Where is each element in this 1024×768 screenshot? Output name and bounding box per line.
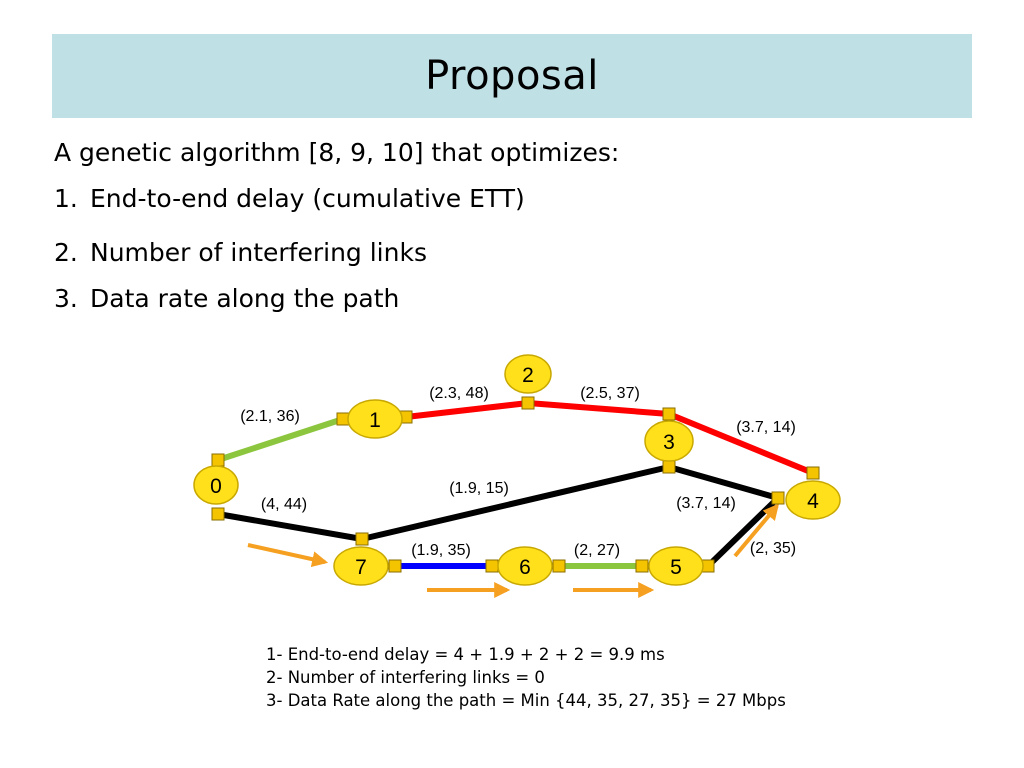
link-3-4-black (668, 464, 779, 501)
node-6 (497, 546, 553, 586)
intro-text: A genetic algorithm [8, 9, 10] that opti… (54, 138, 620, 167)
summary-line-1: 1- End-to-end delay = 4 + 1.9 + 2 + 2 = … (266, 645, 665, 664)
connectors (211, 396, 820, 573)
connector-4-top (806, 466, 820, 480)
link-0-1 (217, 416, 344, 463)
node-0-label: 0 (210, 475, 222, 498)
summary-line-3: 3- Data Rate along the path = Min {44, 3… (266, 691, 786, 710)
objective-3-text: Data rate along the path (90, 284, 400, 313)
link-label-3-4-red: (3.7, 14) (736, 419, 796, 436)
node-1 (347, 399, 403, 439)
connector-6-left (485, 559, 499, 573)
connector-2-bottom (521, 396, 535, 410)
link-7-3 (361, 464, 670, 542)
node-5 (648, 546, 704, 586)
slide-title: Proposal (425, 53, 599, 99)
node-3-label: 3 (663, 431, 675, 454)
link-3-4-red (667, 411, 815, 476)
node-0 (193, 465, 239, 505)
link-label-0-1: (2.1, 36) (240, 408, 300, 425)
objective-3: 3. Data rate along the path (54, 284, 399, 313)
node-7-label: 7 (355, 556, 367, 579)
connector-3-top (662, 407, 676, 421)
connector-4-left (771, 491, 785, 505)
objective-2-number: 2. (54, 238, 78, 267)
connector-1-left (336, 412, 350, 426)
node-4-label: 4 (807, 490, 819, 513)
link-label-7-3: (1.9, 15) (449, 480, 509, 497)
objective-1-number: 1. (54, 184, 78, 213)
summary-block: 1- End-to-end delay = 4 + 1.9 + 2 + 2 = … (266, 643, 786, 712)
node-6-label: 6 (519, 556, 531, 579)
connector-5-right (701, 559, 715, 573)
connector-6-right (552, 559, 566, 573)
connector-3-bottom (662, 460, 676, 474)
link-label-3-4-black: (3.7, 14) (676, 495, 736, 512)
links (217, 400, 815, 569)
arrow-into-7 (247, 543, 329, 568)
link-label-6-5: (2, 27) (574, 542, 620, 559)
node-2-label: 2 (522, 364, 534, 387)
node-4 (785, 480, 841, 520)
title-band: Proposal (52, 34, 972, 118)
connector-5-left (635, 559, 649, 573)
connector-0-bottom (211, 507, 225, 521)
summary-line-2: 2- Number of interfering links = 0 (266, 668, 545, 687)
link-label-7-6: (1.9, 35) (411, 542, 471, 559)
objective-3-number: 3. (54, 284, 78, 313)
node-2 (504, 354, 552, 394)
node-labels: 0 1 2 3 4 5 6 7 (210, 364, 819, 579)
link-label-5-4: (2, 35) (750, 540, 796, 557)
node-7 (333, 546, 389, 586)
objective-1-text: End-to-end delay (cumulative ETT) (90, 184, 525, 213)
connector-7-right (388, 559, 402, 573)
node-3 (644, 420, 694, 462)
link-labels: (2.1, 36) (2.3, 48) (2.5, 37) (3.7, 14) … (240, 385, 796, 559)
connector-0-top (211, 453, 225, 467)
node-5-label: 5 (670, 556, 682, 579)
objective-2-text: Number of interfering links (90, 238, 427, 267)
objective-1: 1. End-to-end delay (cumulative ETT) (54, 184, 525, 213)
objective-2: 2. Number of interfering links (54, 238, 427, 267)
connector-7-top (355, 532, 369, 546)
path-arrows (247, 503, 780, 598)
node-1-label: 1 (369, 409, 381, 432)
nodes (193, 354, 841, 586)
link-0-7 (217, 511, 363, 542)
link-label-2-3: (2.5, 37) (580, 385, 640, 402)
link-label-1-2: (2.3, 48) (429, 385, 489, 402)
arrow-5-to-4 (733, 503, 780, 558)
link-2-3-red (527, 400, 670, 417)
link-1-2 (405, 400, 529, 420)
link-label-0-7: (4, 44) (261, 496, 307, 513)
